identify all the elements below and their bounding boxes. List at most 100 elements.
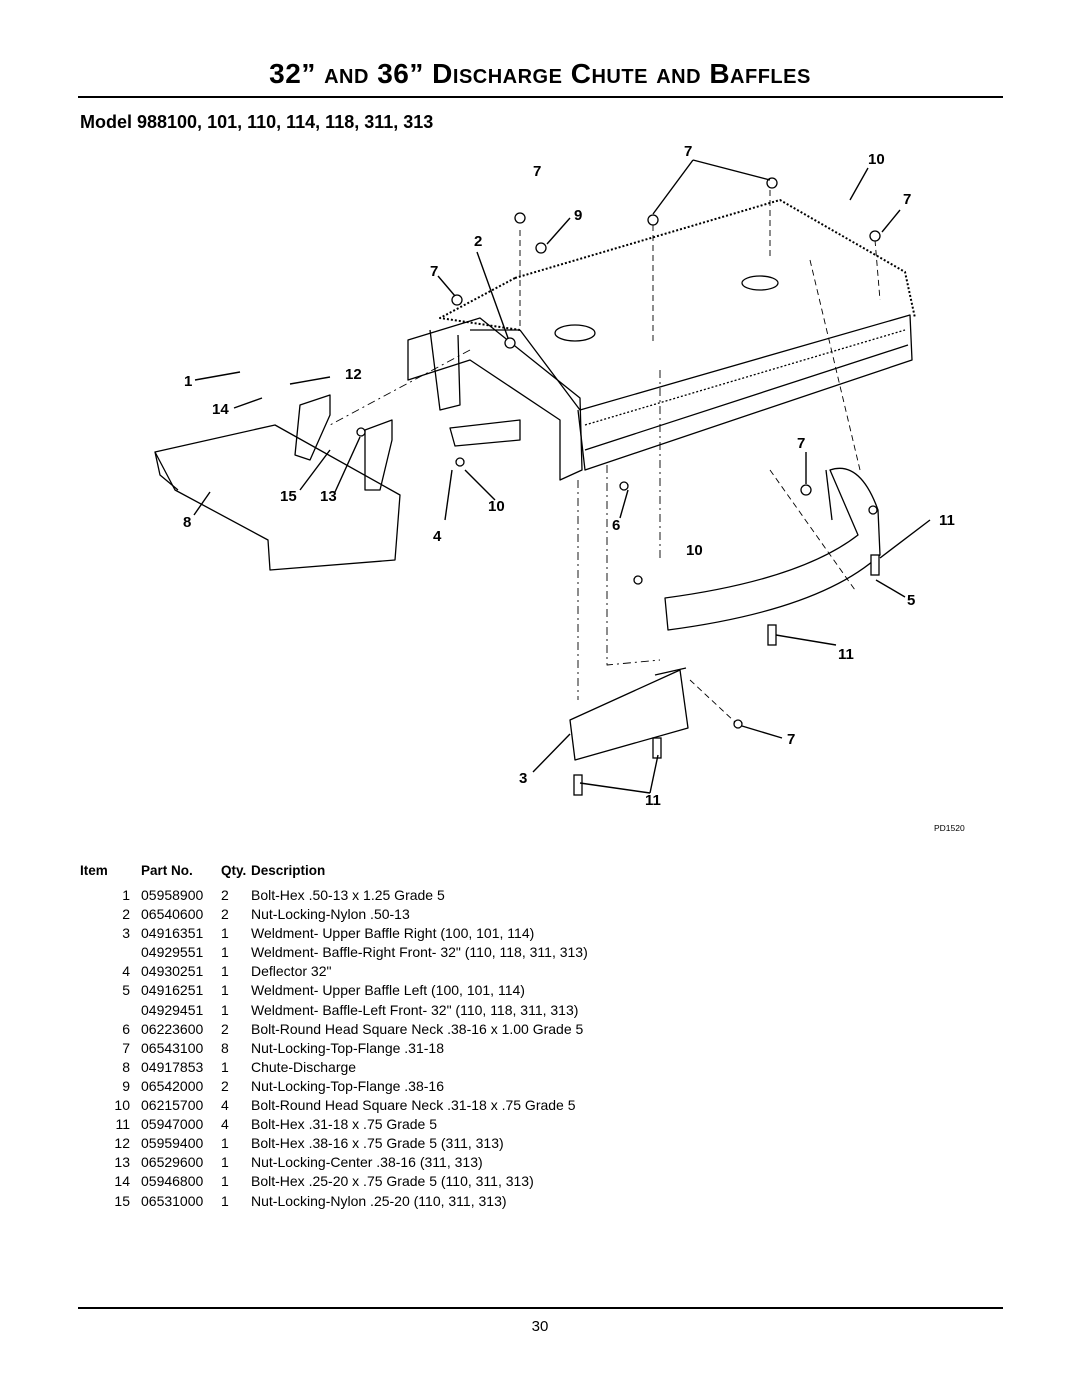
cell-description: Nut-Locking-Top-Flange .38-16 bbox=[251, 1077, 444, 1094]
cell-qty: 2 bbox=[221, 906, 229, 923]
cell-description: Weldment- Upper Baffle Right (100, 101, … bbox=[251, 925, 535, 942]
parts-row: 04929451 1 Weldment- Baffle-Left Front- 32… bbox=[80, 1001, 588, 1020]
cell-qty: 1 bbox=[221, 963, 229, 980]
page-number: 30 bbox=[531, 1318, 549, 1335]
cell-description: Bolt-Hex .25-20 x .75 Grade 5 (110, 311,… bbox=[251, 1173, 534, 1190]
cell-qty: 1 bbox=[221, 1135, 229, 1152]
cell-qty: 4 bbox=[221, 1097, 229, 1114]
title-segment: AND bbox=[324, 66, 369, 88]
title-segment: B bbox=[701, 58, 731, 89]
cell-qty: 1 bbox=[221, 1173, 229, 1190]
title-rule bbox=[78, 96, 1003, 98]
callout-10: 10 bbox=[488, 498, 505, 515]
cell-item: 13 bbox=[114, 1154, 130, 1171]
cell-description: Nut-Locking-Nylon .25-20 (110, 311, 313) bbox=[251, 1192, 507, 1209]
cell-item bbox=[80, 1001, 141, 1020]
callout-7: 7 bbox=[903, 191, 911, 208]
callout-1: 1 bbox=[184, 373, 192, 390]
cell-part-no: 05946800 bbox=[141, 1173, 204, 1190]
cell-item: 6 bbox=[122, 1020, 130, 1037]
cell-description: Weldment- Upper Baffle Left (100, 101, 1… bbox=[251, 982, 525, 999]
cell-part-no: 04929451 bbox=[141, 1001, 204, 1018]
cell-item: 11 bbox=[115, 1116, 130, 1133]
cell-description: Weldment- Baffle-Left Front- 32" (110, 1… bbox=[251, 1001, 579, 1018]
parts-table: Item Part No. Qty. Description 1 05958900… bbox=[80, 863, 588, 1211]
cell-part-no: 06223600 bbox=[141, 1020, 204, 1037]
cell-description: Bolt-Round Head Square Neck .38-16 x 1.0… bbox=[251, 1020, 584, 1037]
callout-10: 10 bbox=[868, 151, 885, 168]
cell-part-no: 04916251 bbox=[141, 982, 204, 999]
cell-part-no: 06540600 bbox=[141, 906, 204, 923]
title-segment: 32” bbox=[269, 58, 325, 89]
title-segment: AFFLES bbox=[730, 66, 811, 88]
callout-2: 2 bbox=[474, 233, 482, 250]
cell-qty: 4 bbox=[221, 1116, 229, 1133]
header-description: Description bbox=[251, 863, 326, 878]
callout-6: 6 bbox=[612, 517, 620, 534]
callout-3: 3 bbox=[519, 770, 527, 787]
cell-item: 4 bbox=[122, 963, 130, 980]
cell-qty: 1 bbox=[221, 1192, 229, 1209]
cell-description: Bolt-Hex .38-16 x .75 Grade 5 (311, 313) bbox=[251, 1135, 504, 1152]
cell-description: Bolt-Hex .31-18 x .75 Grade 5 bbox=[251, 1116, 437, 1133]
drawing-code: PD1520 bbox=[934, 823, 965, 833]
cell-item: 8 bbox=[122, 1058, 130, 1075]
callout-9: 9 bbox=[574, 207, 582, 224]
cell-item: 12 bbox=[114, 1135, 130, 1152]
cell-part-no: 06529600 bbox=[141, 1154, 204, 1171]
cell-qty: 1 bbox=[221, 944, 229, 961]
cell-part-no: 04929551 bbox=[141, 944, 204, 961]
title-segment: HUTE bbox=[591, 66, 648, 88]
callout-11: 11 bbox=[838, 646, 854, 663]
cell-part-no: 06215700 bbox=[141, 1097, 204, 1114]
cell-item: 15 bbox=[114, 1192, 130, 1209]
callout-7: 7 bbox=[430, 263, 438, 280]
cell-item: 1 bbox=[122, 887, 130, 903]
cell-part-no: 04930251 bbox=[141, 963, 204, 980]
cell-part-no: 06531000 bbox=[141, 1192, 204, 1209]
callout-14: 14 bbox=[212, 401, 229, 418]
cell-part-no: 05959400 bbox=[141, 1135, 204, 1152]
cell-qty: 2 bbox=[221, 887, 229, 903]
header-item: Item bbox=[80, 863, 108, 878]
header-part-no: Part No. bbox=[141, 863, 193, 878]
cell-part-no: 06543100 bbox=[141, 1039, 204, 1056]
cell-part-no: 06542000 bbox=[141, 1077, 204, 1094]
cell-item: 10 bbox=[114, 1097, 130, 1114]
cell-description: Bolt-Round Head Square Neck .31-18 x .75… bbox=[251, 1097, 576, 1114]
cell-part-no: 05947000 bbox=[141, 1116, 204, 1133]
footer-rule bbox=[78, 1307, 1003, 1309]
callout-15: 15 bbox=[280, 488, 297, 505]
callout-7: 7 bbox=[787, 731, 795, 748]
model-numbers: Model 988100, 101, 110, 114, 118, 311, 3… bbox=[80, 112, 434, 132]
cell-description: Nut-Locking-Center .38-16 (311, 313) bbox=[251, 1154, 483, 1171]
callout-5: 5 bbox=[907, 592, 915, 609]
cell-part-no: 05958900 bbox=[141, 887, 204, 903]
header-qty: Qty. bbox=[221, 863, 247, 878]
parts-row: 12 05959400 1 Bolt-Hex .38-16 x .75 Grade 5… bbox=[80, 1134, 588, 1153]
cell-description: Chute-Discharge bbox=[251, 1058, 357, 1075]
cell-description: Weldment- Baffle-Right Front- 32" (110, … bbox=[251, 944, 588, 961]
callout-7: 7 bbox=[684, 143, 692, 160]
cell-qty: 1 bbox=[221, 982, 229, 999]
cell-qty: 1 bbox=[221, 925, 229, 942]
cell-description: Nut-Locking-Nylon .50-13 bbox=[251, 906, 410, 923]
cell-qty: 1 bbox=[221, 1058, 229, 1075]
title-segment: C bbox=[562, 58, 592, 89]
callout-8: 8 bbox=[183, 514, 191, 531]
page-title: 32” AND 36” DISCHARGE CHUTE AND BAFFLES bbox=[0, 58, 1080, 90]
cell-item bbox=[80, 943, 141, 962]
cell-qty: 1 bbox=[221, 1001, 229, 1018]
parts-row: 04929551 1 Weldment- Baffle-Right Front- 3… bbox=[80, 943, 588, 962]
